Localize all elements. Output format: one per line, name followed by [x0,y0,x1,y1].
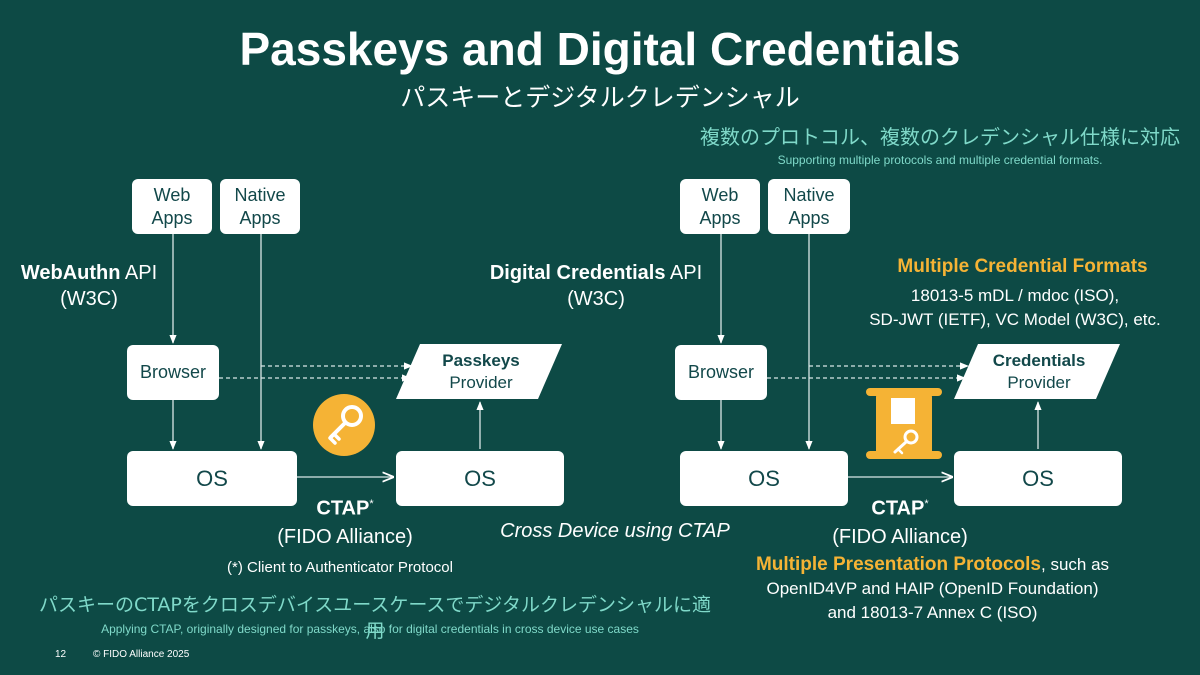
credentials-provider-shape [954,344,1120,399]
bottom-note-en: Applying CTAP, originally designed for p… [101,622,639,636]
key-icon [313,394,375,456]
formats-line-1: 18013-5 mDL / mdoc (ISO), [910,286,1120,305]
digital-credentials-api-label: Digital Credentials API (W3C) [465,260,727,312]
os-label: OS [196,465,228,491]
formats-list: 18013-5 mDL / mdoc (ISO), SD-JWT (IETF),… [835,284,1195,332]
native-apps-box-right: Native Apps [768,179,850,234]
native-apps-label-2: Apps [788,207,830,228]
ctap-footnote-mark: * [369,498,374,510]
formats-line-2: SD-JWT (IETF), VC Model (W3C), etc. [869,310,1161,329]
webauthn-api-rest: API [120,262,158,284]
top-note-ja: 複数のプロトコル、複数のクレデンシャル仕様に対応 [700,125,1180,149]
protocols-block: Multiple Presentation Protocols, such as… [690,553,1175,625]
credential-scroll-icon [866,388,942,459]
native-apps-label-1: Native [783,184,835,205]
browser-box: Browser [127,345,219,400]
credentials-provider-label-1: Credentials [992,351,1086,370]
web-apps-label-2: Apps [699,207,741,228]
credentials-provider-label: Credentials Provider [968,350,1110,394]
browser-box-right: Browser [675,345,767,400]
os-box-left-1: OS [127,451,297,506]
dc-api-bold: Digital Credentials [489,262,666,284]
ctap-label-right: CTAP* (FIDO Alliance) [805,490,995,551]
os-box-right-2: OS [954,451,1122,506]
web-apps-label-1: Web [153,184,191,205]
passkeys-provider-label-2: Provider [449,373,513,392]
os-box-left-2: OS [396,451,564,506]
web-apps-label-2: Apps [151,207,193,228]
web-apps-box: Web Apps [132,179,212,234]
native-apps-label-1: Native [234,184,286,205]
webauthn-api-label: WebAuthn API (W3C) [0,260,178,312]
webauthn-api-bold: WebAuthn [20,262,121,284]
webauthn-api-org: (W3C) [60,288,118,310]
native-apps-label-2: Apps [239,207,281,228]
passkeys-provider-shape [396,344,562,399]
web-apps-box-right: Web Apps [680,179,760,234]
ctap-text: CTAP [316,497,370,520]
formats-title: Multiple Credential Formats [897,256,1148,277]
ctap-org: (FIDO Alliance) [832,525,968,548]
protocols-suffix: , such as [1041,555,1110,574]
os-label: OS [1022,465,1054,491]
credentials-provider-label-2: Provider [1007,373,1071,392]
ctap-footnote: (*) Client to Authenticator Protocol [227,559,453,576]
native-apps-box: Native Apps [220,179,300,234]
dc-api-org: (W3C) [567,288,625,310]
top-note-en: Supporting multiple protocols and multip… [777,153,1103,167]
ctap-org: (FIDO Alliance) [277,525,413,548]
passkeys-provider-label: Passkeys Provider [410,350,552,394]
page-subtitle-ja: パスキーとデジタルクレデンシャル [400,83,800,112]
protocols-line-1: OpenID4VP and HAIP (OpenID Foundation) [766,579,1099,598]
cross-device-label: Cross Device using CTAP [500,520,730,542]
browser-label: Browser [687,362,754,382]
ctap-footnote-mark: * [924,498,929,510]
os-label: OS [464,465,496,491]
ctap-label-left: CTAP* (FIDO Alliance) [250,490,440,551]
os-label: OS [748,465,780,491]
web-apps-label-1: Web [701,184,739,205]
ctap-text: CTAP [871,497,925,520]
os-box-right-1: OS [680,451,848,506]
copyright: © FIDO Alliance 2025 [93,649,190,660]
dc-api-rest: API [665,262,703,284]
protocols-line-2: and 18013-7 Annex C (ISO) [827,603,1038,622]
passkeys-provider-label-1: Passkeys [442,351,520,370]
browser-label: Browser [139,362,206,382]
protocols-title: Multiple Presentation Protocols [755,554,1041,575]
page-number: 12 [55,649,67,660]
page-title: Passkeys and Digital Credentials [239,23,961,75]
bottom-note-ja: パスキーのCTAPをクロスデバイスユースケースでデジタルクレデンシャルに適用 [38,594,711,642]
